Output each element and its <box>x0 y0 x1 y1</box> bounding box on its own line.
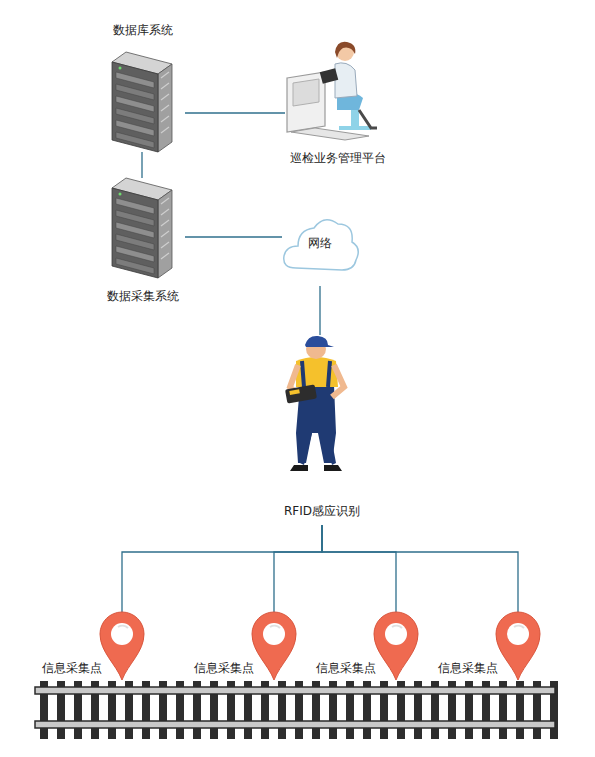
server-vent <box>161 83 169 89</box>
server-vent <box>161 127 169 133</box>
server-front <box>112 188 158 278</box>
worker-straps <box>302 361 330 387</box>
node-shape <box>272 335 372 525</box>
connector-line <box>322 525 396 612</box>
location-pin <box>100 612 144 680</box>
pin-hole-shade <box>270 626 280 628</box>
server-front <box>112 62 158 152</box>
server-vent <box>161 198 169 204</box>
node-label: 网络 <box>282 235 358 251</box>
connector-line <box>274 525 322 612</box>
collection-point-pin: 信息采集点 <box>436 612 540 682</box>
server-vent <box>161 231 169 237</box>
platform-operator: 巡检业务管理平台 <box>285 40 390 168</box>
connector-line <box>185 112 285 113</box>
server-icon <box>112 52 172 152</box>
connector-line <box>319 286 320 335</box>
node-label: 信息采集点 <box>316 660 382 676</box>
collection-point-pin: 信息采集点 <box>40 612 144 682</box>
rail <box>35 687 555 694</box>
server-vent <box>161 253 169 259</box>
operator-tablet <box>320 68 339 84</box>
rfid-reader <box>285 385 317 404</box>
chair-base <box>339 126 371 130</box>
pin-hole <box>507 623 529 645</box>
pin-hole-shade <box>514 626 524 628</box>
operator-body <box>335 63 357 98</box>
rfid-reader-label <box>289 389 300 395</box>
server-vent <box>161 105 169 111</box>
server-vent <box>161 72 169 78</box>
pin-body <box>496 612 540 680</box>
server-vent <box>161 94 169 100</box>
connector-line <box>141 152 142 178</box>
node-label: 信息采集点 <box>42 660 108 676</box>
pin-body <box>100 612 144 680</box>
server-vent <box>161 209 169 215</box>
location-pin <box>252 612 296 680</box>
location-pin <box>374 612 418 680</box>
connector-line <box>122 525 322 612</box>
connector-line <box>322 525 518 612</box>
server-side <box>158 190 172 278</box>
collection-server: 数据采集系统 <box>100 178 185 306</box>
worker-illustration <box>285 336 344 471</box>
collection-point-pin: 信息采集点 <box>192 612 296 682</box>
node-label: 巡检业务管理平台 <box>285 150 390 166</box>
server-vent <box>161 116 169 122</box>
server-vent <box>161 242 169 248</box>
server-led <box>119 193 122 196</box>
node-shape <box>100 20 185 152</box>
node-label: 数据采集系统 <box>100 288 185 304</box>
node-label: 信息采集点 <box>194 660 260 676</box>
server-vent <box>161 220 169 226</box>
database-server: 数据库系统 <box>100 20 185 152</box>
operator-hair <box>335 42 355 58</box>
pin-hole-shade <box>118 626 128 628</box>
network-cloud: 网络 <box>282 212 358 286</box>
worker-arm <box>332 365 344 397</box>
pin-hole <box>263 623 285 645</box>
server-slot <box>116 258 154 274</box>
monitor-frame <box>287 72 325 132</box>
operator-feet <box>359 110 377 128</box>
node-shape <box>285 40 390 168</box>
connector-line <box>185 236 282 237</box>
server-led <box>119 67 122 70</box>
worker-cap <box>305 336 334 347</box>
node-shape <box>100 178 185 306</box>
pin-hole-shade <box>392 626 402 628</box>
node-label: 信息采集点 <box>438 660 504 676</box>
pin-hole <box>111 623 133 645</box>
operator-illustration <box>287 42 377 140</box>
collection-point-pin: 信息采集点 <box>314 612 418 682</box>
node-label: 数据库系统 <box>100 22 185 38</box>
location-pin <box>496 612 540 680</box>
server-slot <box>116 132 154 148</box>
node-label: RFID感应识别 <box>272 503 372 519</box>
monitor-screen <box>293 79 319 106</box>
rail <box>35 721 555 728</box>
worker-boots <box>290 465 342 471</box>
pin-hole <box>385 623 407 645</box>
pin-body <box>252 612 296 680</box>
worker-shirt <box>296 357 338 387</box>
server-side <box>158 64 172 152</box>
pin-body <box>374 612 418 680</box>
server-icon <box>112 178 172 278</box>
rfid-inspector: RFID感应识别 <box>272 335 372 525</box>
